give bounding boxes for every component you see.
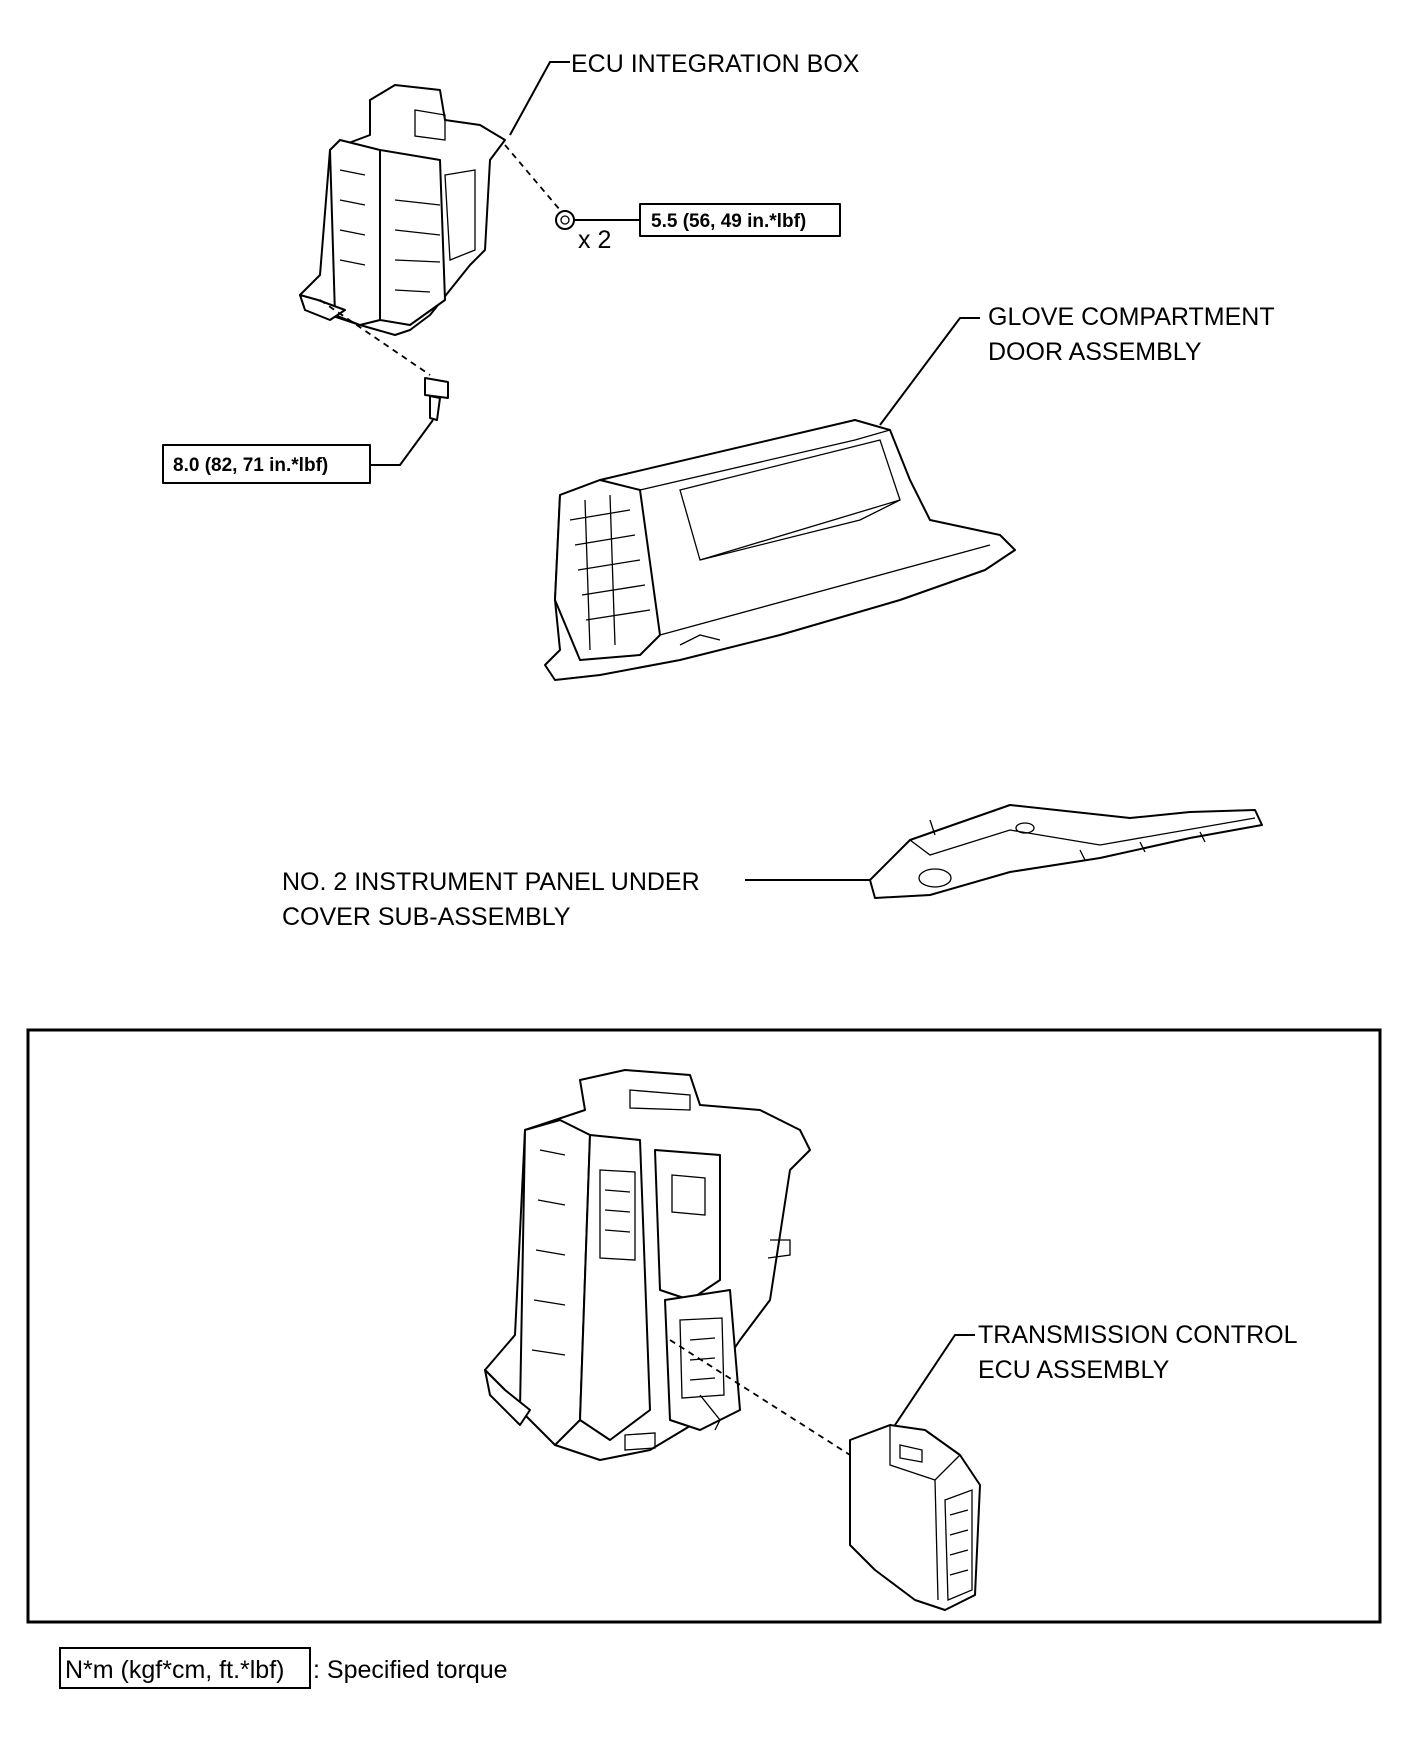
tcu-label-line2: ECU ASSEMBLY <box>978 1356 1170 1384</box>
nut-quantity: x 2 <box>578 226 611 254</box>
nut-fastener <box>504 144 841 237</box>
tcu-install-path <box>669 1339 851 1456</box>
glove-leader <box>879 317 980 426</box>
bolt-torque-value: 8.0 (82, 71 in.*lbf) <box>173 455 328 476</box>
legend-description: : Specified torque <box>313 1656 508 1684</box>
legend-unit-box <box>59 1647 311 1689</box>
under-cover-label-line2: COVER SUB-ASSEMBLY <box>282 903 571 931</box>
under-cover-label-line1: NO. 2 INSTRUMENT PANEL UNDER <box>282 868 700 896</box>
ecu-integration-box-drawing <box>299 84 506 336</box>
bolt-fastener <box>162 299 449 484</box>
glove-compartment-drawing <box>544 419 1016 681</box>
ecu-box-leader <box>509 61 570 136</box>
nut-torque-value: 5.5 (56, 49 in.*lbf) <box>651 211 806 232</box>
glove-label-line1: GLOVE COMPARTMENT <box>988 303 1275 331</box>
legend-unit-text: N*m (kgf*cm, ft.*lbf) <box>65 1656 284 1684</box>
ecu-box-detail-drawing <box>484 1069 811 1461</box>
ecu-integration-box-label: ECU INTEGRATION BOX <box>571 50 860 78</box>
detail-frame <box>26 1028 1382 1624</box>
glove-label-line2: DOOR ASSEMBLY <box>988 338 1202 366</box>
tcu-leader <box>894 1334 975 1426</box>
under-cover-drawing <box>869 804 1263 899</box>
transmission-ecu-drawing <box>849 1424 981 1611</box>
tcu-label-line1: TRANSMISSION CONTROL <box>978 1321 1298 1349</box>
